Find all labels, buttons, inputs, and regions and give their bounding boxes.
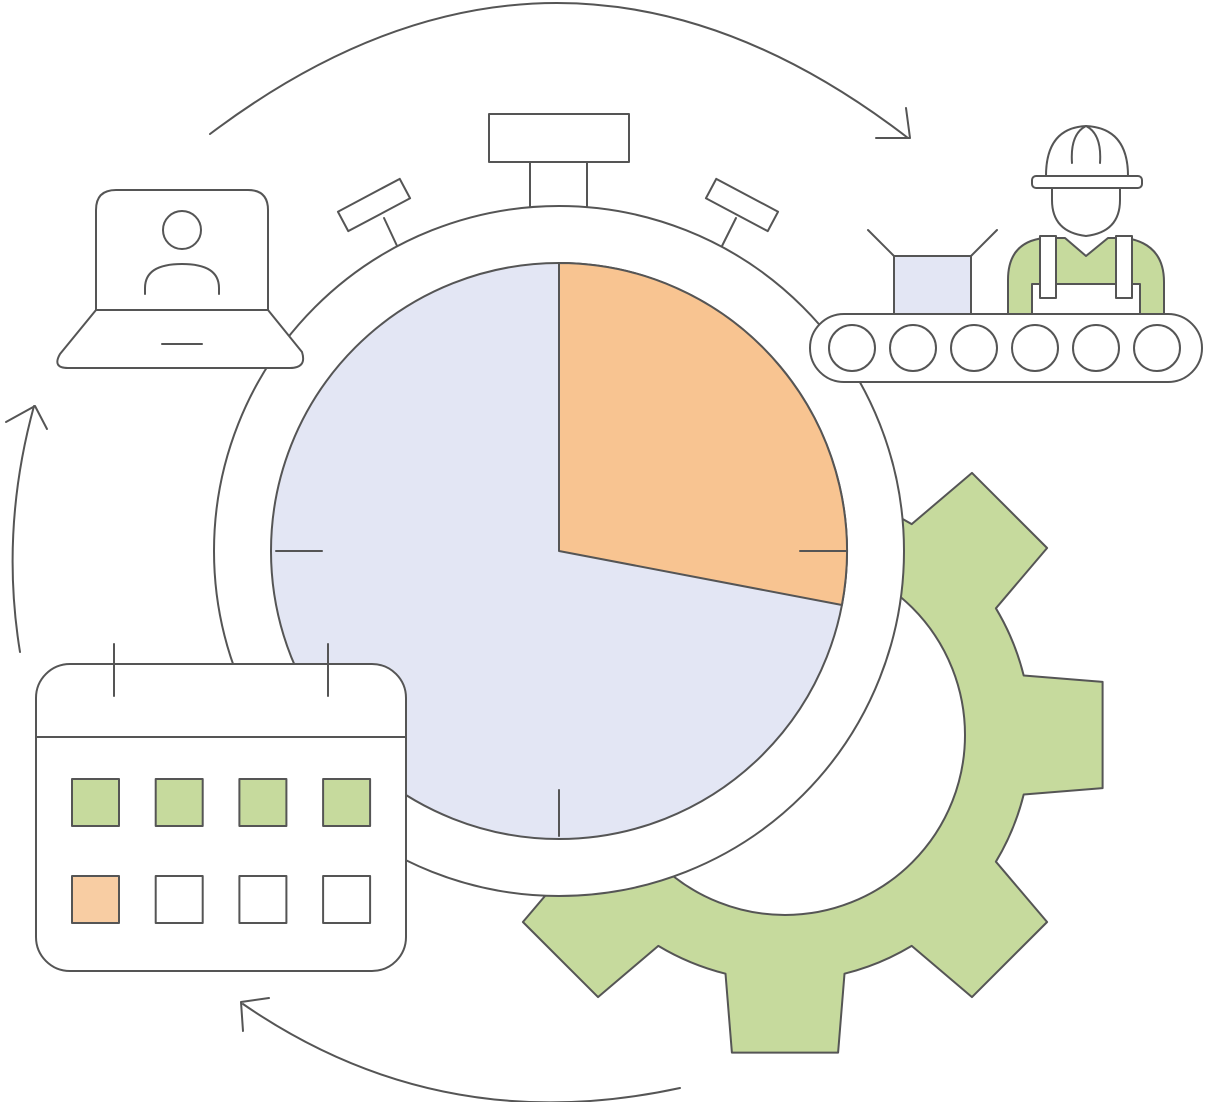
conveyor-roller [950,324,998,372]
stopwatch-right-button [704,177,780,249]
calendar-body [35,663,407,972]
conveyor-roller [1133,324,1181,372]
package-box-icon [893,255,972,317]
calendar-day-todo [154,875,204,924]
calendar-day-current [71,875,120,924]
package-motion-line-left [867,229,895,257]
calendar-icon [35,643,407,972]
worker-strap-left [1039,235,1057,299]
calendar-days-grid [71,778,372,924]
laptop-icon [56,189,305,369]
arrow-gear-to-calendar [242,1003,681,1102]
conveyor-roller [889,324,937,372]
worker-head [1051,185,1121,237]
stopwatch-crown-button [488,113,630,163]
arrow-laptop-to-worker [209,2,909,139]
conveyor-roller [1011,324,1059,372]
laptop-base [56,309,305,369]
worker-strap-right [1115,235,1133,299]
package-motion-line-right [970,229,998,257]
calendar-day-done [322,778,372,827]
calendar-day-done [238,778,288,827]
arrow-calendar-to-laptop [11,405,35,653]
arrow-calendar-to-laptop-head [5,405,48,430]
conveyor-roller [828,324,876,372]
arrow-gear-to-calendar-head [240,997,270,1032]
stopwatch-left-button [336,177,412,249]
hard-hat-icon [1031,125,1143,189]
cycle-arrows [5,2,911,1102]
construction-worker-icon [1007,125,1165,317]
calendar-day-todo [238,875,288,924]
calendar-day-todo [322,875,372,924]
calendar-day-done [154,778,204,827]
arrow-laptop-to-worker-head [875,107,911,139]
conveyor-belt-icon [809,229,1203,383]
user-profile-icon [144,210,220,295]
conveyor-roller [1072,324,1120,372]
conveyor-rollers [828,324,1181,372]
stopwatch-elapsed-segment [558,262,849,606]
calendar-day-done [71,778,120,827]
